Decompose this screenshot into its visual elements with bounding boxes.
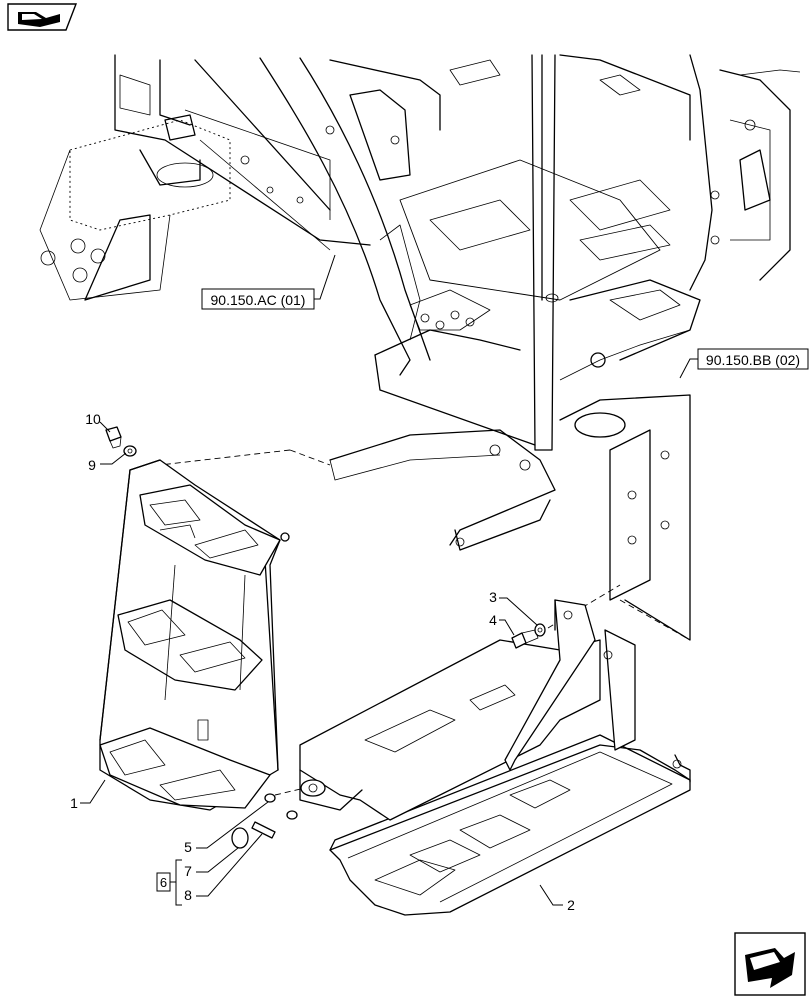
- callout-1: 1: [70, 779, 106, 811]
- ladder-step-part: [99, 459, 290, 811]
- ref-label-ac: 90.150.AC (01): [211, 292, 306, 308]
- svg-text:5: 5: [184, 839, 192, 855]
- callout-8: 8: [184, 833, 263, 903]
- callout-7: 7: [184, 847, 239, 879]
- svg-text:8: 8: [184, 887, 192, 903]
- svg-text:2: 2: [567, 897, 575, 913]
- next-page-arrow-icon[interactable]: [734, 932, 806, 996]
- svg-text:6: 6: [160, 875, 167, 890]
- callout-10: 10: [85, 411, 111, 433]
- svg-text:3: 3: [489, 589, 497, 605]
- svg-text:4: 4: [489, 612, 497, 628]
- callout-2: 2: [539, 884, 575, 913]
- svg-text:10: 10: [85, 411, 101, 427]
- ref-label-bb: 90.150.BB (02): [706, 352, 800, 368]
- callout-6-kit: 6: [156, 859, 182, 906]
- hardware-parts: [105, 426, 546, 849]
- svg-text:9: 9: [88, 457, 96, 473]
- svg-text:7: 7: [184, 863, 192, 879]
- callout-3: 3: [489, 589, 538, 626]
- callout-9: 9: [88, 452, 127, 473]
- callout-5: 5: [184, 801, 269, 855]
- cab-frame-drawing: [39, 54, 801, 641]
- ref-90-150-bb[interactable]: 90.150.BB (02): [679, 348, 809, 379]
- book-arrow-icon[interactable]: [7, 3, 78, 31]
- ref-90-150-ac[interactable]: 90.150.AC (01): [201, 254, 336, 310]
- svg-text:1: 1: [70, 795, 78, 811]
- callout-4: 4: [489, 612, 515, 636]
- foot-platform-part: [299, 599, 691, 916]
